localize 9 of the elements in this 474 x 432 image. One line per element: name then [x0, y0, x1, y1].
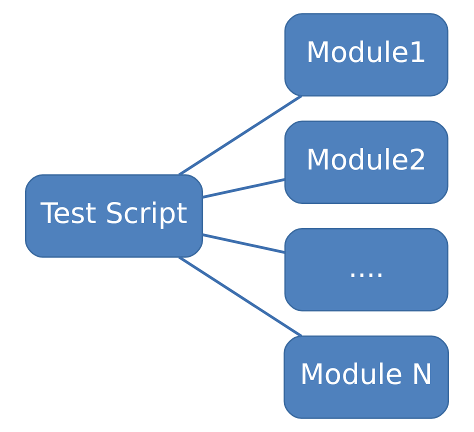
connector [178, 256, 302, 338]
connector [178, 94, 302, 176]
node-box: Module1 [284, 13, 448, 97]
connector [202, 178, 286, 199]
node-box: Module N [284, 335, 450, 419]
node-box: Test Script [24, 174, 204, 258]
node-box: .... [284, 228, 448, 312]
node-box: Module2 [284, 120, 448, 204]
connector [202, 233, 286, 254]
